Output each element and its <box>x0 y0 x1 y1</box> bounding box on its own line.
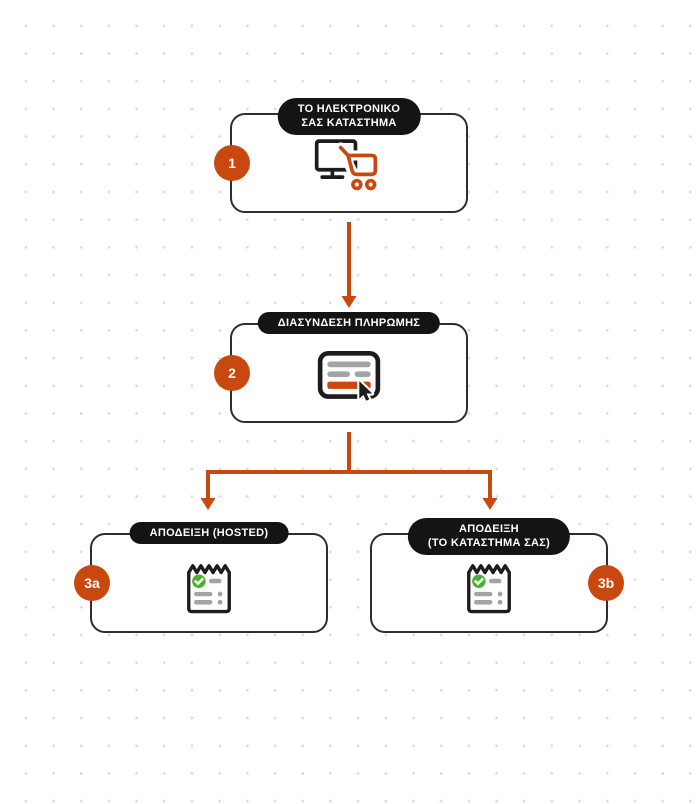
node-receipt-store-label: ΑΠΟΔΕΙΞΗ (ΤΟ ΚΑΤΑΣΤΗΜΑ ΣΑΣ) <box>407 518 571 555</box>
node-payment-badge: 2 <box>214 355 250 391</box>
node-receipt-hosted-label-line1: ΑΠΟΔΕΙΞΗ (HOSTED) <box>149 527 269 539</box>
node-receipt-hosted-label: ΑΠΟΔΕΙΞΗ (HOSTED) <box>129 522 289 545</box>
receipt-check-icon <box>462 549 516 617</box>
node-store-label-line2: ΣΑΣ ΚΑΤΑΣΤΗΜΑ <box>301 117 397 130</box>
monitor-shopping-cart-icon <box>313 129 385 197</box>
node-receipt-store-badge: 3b <box>588 565 624 601</box>
node-receipt-hosted: ΑΠΟΔΕΙΞΗ (HOSTED) 3a <box>74 522 328 633</box>
node-store-badge: 1 <box>214 145 250 181</box>
node-receipt-store-label-line2: (ΤΟ ΚΑΤΑΣΤΗΜΑ ΣΑΣ) <box>427 537 551 550</box>
node-store: ΤΟ ΗΛΕΚΤΡΟΝΙΚΟ ΣΑΣ ΚΑΤΑΣΤΗΜΑ 1 <box>214 98 468 213</box>
node-receipt-hosted-badge: 3a <box>74 565 110 601</box>
node-receipt-store-label-line1: ΑΠΟΔΕΙΞΗ <box>459 523 519 535</box>
node-receipt-store: ΑΠΟΔΕΙΞΗ (ΤΟ ΚΑΤΑΣΤΗΜΑ ΣΑΣ) 3b <box>370 518 624 633</box>
node-payment-label: ΔΙΑΣΥΝΔΕΣΗ ΠΛΗΡΩΜΗΣ <box>257 312 441 335</box>
payment-form-cursor-icon <box>316 341 382 405</box>
node-payment-label-line1: ΔΙΑΣΥΝΔΕΣΗ ΠΛΗΡΩΜΗΣ <box>277 317 421 329</box>
node-payment: ΔΙΑΣΥΝΔΕΣΗ ΠΛΗΡΩΜΗΣ 2 <box>214 312 468 423</box>
receipt-check-icon <box>182 549 236 617</box>
node-store-label-line1: ΤΟ ΗΛΕΚΤΡΟΝΙΚΟ <box>297 103 401 115</box>
node-store-label: ΤΟ ΗΛΕΚΤΡΟΝΙΚΟ ΣΑΣ ΚΑΤΑΣΤΗΜΑ <box>277 98 421 135</box>
